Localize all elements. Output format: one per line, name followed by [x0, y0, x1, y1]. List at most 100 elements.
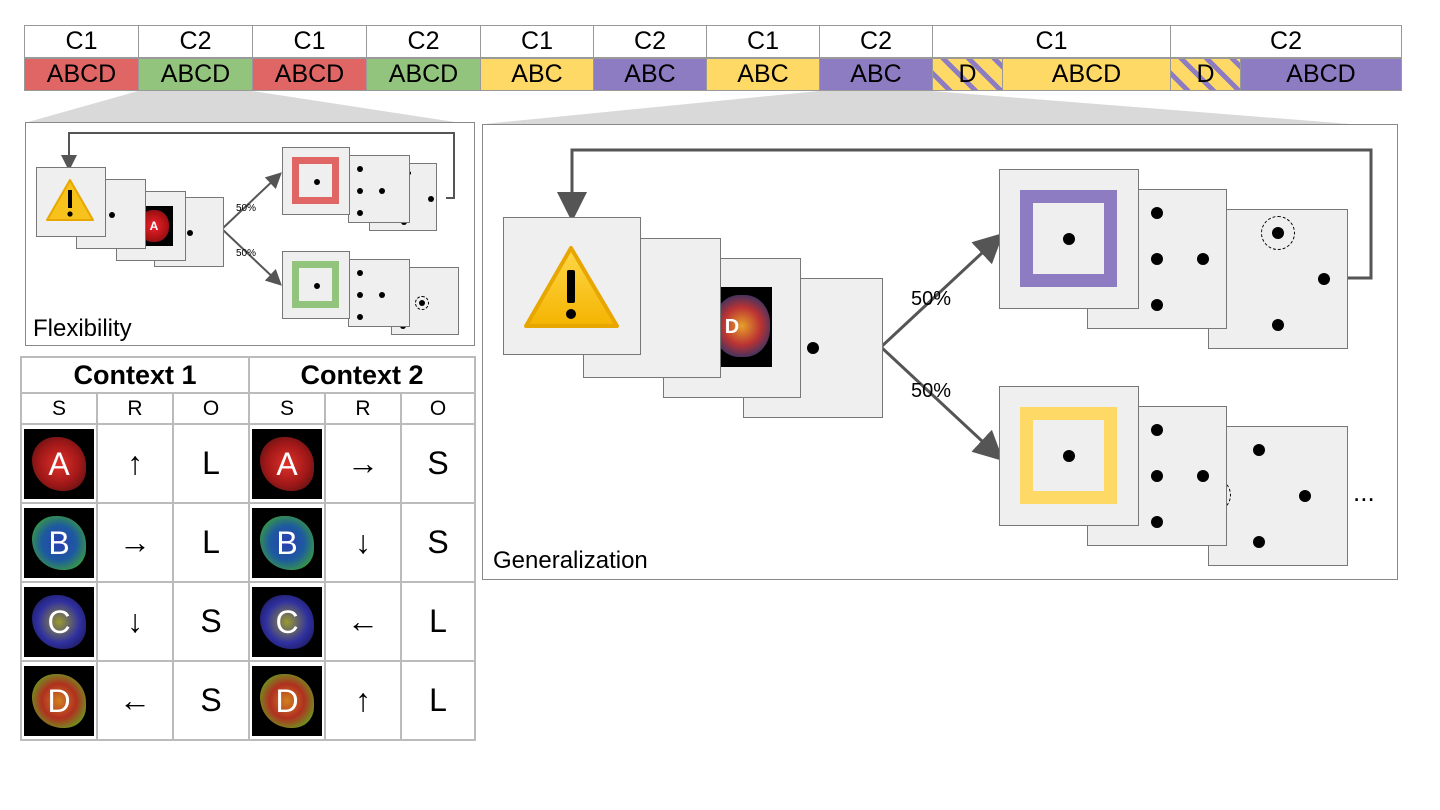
- block-cell: ABCD: [1240, 58, 1402, 91]
- response-arrow: ←: [324, 581, 402, 662]
- stimulus-letter: C: [47, 603, 71, 640]
- stimulus-letter: D: [47, 682, 71, 719]
- block-cell: ABCD: [1002, 58, 1170, 91]
- context-cell: C2: [366, 25, 480, 58]
- outcome-value: S: [400, 502, 476, 583]
- response-arrow: ←: [96, 660, 174, 741]
- generalization-label: Generalization: [493, 547, 648, 574]
- outcome-value: S: [172, 581, 250, 662]
- warning-triangle-icon: [524, 246, 619, 328]
- probability-label: 50%: [911, 288, 952, 310]
- block-cell: ABC: [819, 58, 932, 91]
- block-cell: ABCD: [366, 58, 480, 91]
- stimulus-image: D: [252, 665, 322, 736]
- outcome-value: S: [400, 423, 476, 504]
- gen-context-screen-purple: [999, 169, 1139, 309]
- context-cell: C2: [138, 25, 252, 58]
- response-arrow: →: [324, 423, 402, 504]
- outcome-value: S: [172, 660, 250, 741]
- block-cell-generalization: D: [1170, 58, 1240, 91]
- gen-context-screen-yellow: [999, 386, 1139, 526]
- fixation-dot: [109, 212, 115, 218]
- gen-outcome-screen: [1197, 426, 1348, 566]
- stimulus-letter: B: [276, 524, 298, 561]
- block-cell: ABC: [593, 58, 706, 91]
- response-arrow: →: [96, 502, 174, 583]
- flex-warning-screen: [36, 167, 106, 237]
- continuation-ellipsis: ...: [1353, 477, 1375, 507]
- fixation-dot: [187, 230, 193, 236]
- table-row: A ↑ L A → S: [20, 423, 476, 504]
- column-header: R: [96, 392, 174, 425]
- stimulus-letter: D: [275, 682, 299, 719]
- stimulus-image: D: [714, 287, 772, 367]
- context-cell: C1: [24, 25, 138, 58]
- block-cell: ABC: [480, 58, 593, 91]
- response-arrow: ↑: [96, 423, 174, 504]
- block-cell: ABCD: [138, 58, 252, 91]
- outcome-value: L: [172, 423, 250, 504]
- stimulus-letter: D: [724, 316, 740, 338]
- column-header: O: [172, 392, 250, 425]
- stimulus-image: C: [24, 586, 94, 657]
- flexibility-panel: A 50% 50% ... Flexibility: [25, 122, 475, 346]
- selected-target-circle: [1261, 216, 1295, 250]
- response-arrow: ↓: [324, 502, 402, 583]
- gen-outcome-screen: [1203, 209, 1348, 349]
- flex-response-screen: [348, 259, 410, 327]
- table-row: D ← S D ↑ L: [20, 660, 476, 741]
- stimulus-image: B: [24, 507, 94, 578]
- sro-table: Context 1 Context 2 S R O S R O A ↑ L A …: [20, 356, 476, 741]
- outcome-value: L: [400, 660, 476, 741]
- fixation-dot: [314, 179, 320, 185]
- fixation-dot: [807, 342, 819, 354]
- table-row: B → L B ↓ S: [20, 502, 476, 583]
- gen-warning-screen: [503, 217, 641, 355]
- block-cell-generalization: D: [932, 58, 1002, 91]
- stimulus-letter: B: [48, 524, 70, 561]
- stimulus-letter: A: [48, 445, 70, 482]
- context-frame: [1020, 190, 1117, 287]
- context-cell: C2: [819, 25, 932, 58]
- selected-target-circle: [415, 296, 429, 310]
- context-cell: C2: [1170, 25, 1402, 58]
- stimulus-letter: C: [275, 603, 299, 640]
- stimulus-image: A: [24, 428, 94, 499]
- stimulus-image: B: [252, 507, 322, 578]
- context-frame: [292, 157, 339, 204]
- context-cell: C2: [593, 25, 706, 58]
- response-arrow: ↑: [324, 660, 402, 741]
- stimulus-image: D: [24, 665, 94, 736]
- block-cell: ABCD: [24, 58, 138, 91]
- probability-label: 50%: [911, 380, 952, 402]
- block-cell: ABC: [706, 58, 819, 91]
- column-header: S: [20, 392, 98, 425]
- generalization-panel: D 50% 50% ... Gen: [482, 124, 1398, 580]
- stimulus-image: A: [252, 428, 322, 499]
- stimulus-letter: A: [276, 445, 298, 482]
- probability-label: 50%: [236, 248, 257, 259]
- fixation-dot: [314, 283, 320, 289]
- table-row: C ↓ S C ← L: [20, 581, 476, 662]
- column-header: R: [324, 392, 402, 425]
- stimulus-letter: A: [149, 219, 159, 233]
- context-1-header: Context 1: [20, 356, 250, 394]
- zoom-wedges: [28, 91, 1350, 124]
- flex-context-screen-green: [282, 251, 350, 319]
- fixation-dot: [1063, 233, 1075, 245]
- context-cell: C1: [480, 25, 593, 58]
- flex-context-screen-red: [282, 147, 350, 215]
- fixation-dot: [1063, 450, 1075, 462]
- flex-response-screen: [348, 155, 410, 223]
- gen-arrows: [557, 148, 1373, 462]
- column-header: S: [248, 392, 326, 425]
- column-header: O: [400, 392, 476, 425]
- context-cell: C1: [252, 25, 366, 58]
- block-cell: ABCD: [252, 58, 366, 91]
- stimulus-image: C: [252, 586, 322, 657]
- context-2-header: Context 2: [248, 356, 476, 394]
- flex-loop-arrow: [61, 132, 455, 286]
- context-cell: C1: [706, 25, 819, 58]
- response-arrow: ↓: [96, 581, 174, 662]
- warning-triangle-icon: [46, 179, 94, 221]
